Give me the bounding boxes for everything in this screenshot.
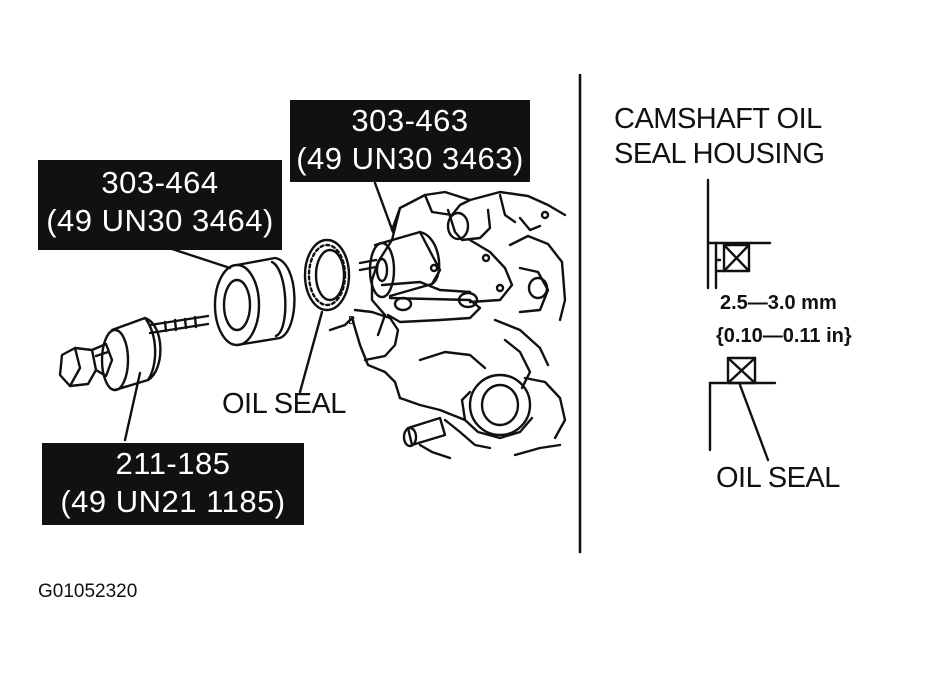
svg-text:B: B xyxy=(348,314,356,327)
clearance-spec-mm: 2.5—3.0 mm xyxy=(720,292,837,314)
tool-211-185-drawing xyxy=(58,314,210,392)
tool-303-464-drawing xyxy=(213,256,296,347)
oil-seal-label-left: OIL SEAL xyxy=(222,388,346,420)
tool-part-number: 303-464 xyxy=(101,165,219,200)
tool-id-number: (49 UN30 3463) xyxy=(296,141,524,176)
tool-label-211-185: 211-185 (49 UN21 1185) xyxy=(42,443,304,525)
tool-part-number: 303-463 xyxy=(351,103,469,138)
oil-seal-label-right: OIL SEAL xyxy=(716,462,840,494)
oil-seal-ring-drawing xyxy=(303,238,351,312)
tool-id-number: (49 UN21 1185) xyxy=(60,484,286,519)
housing-label-line1: CAMSHAFT OIL xyxy=(614,103,822,135)
seal-housing-detail-drawing xyxy=(706,178,777,462)
figure-id: G01052320 xyxy=(38,581,138,602)
clearance-spec-in: {0.10—0.11 in} xyxy=(716,325,852,347)
leader-211-185 xyxy=(123,371,142,442)
tool-part-number: 211-185 xyxy=(115,446,231,481)
housing-label-line2: SEAL HOUSING xyxy=(614,138,825,170)
leader-oil-seal-left xyxy=(298,310,324,394)
tool-label-303-463: 303-463 (49 UN30 3463) xyxy=(290,100,530,182)
tool-303-463-drawing xyxy=(358,230,442,299)
engine-block-drawing: B xyxy=(328,190,567,460)
tool-id-number: (49 UN30 3464) xyxy=(46,203,274,238)
tool-label-303-464: 303-464 (49 UN30 3464) xyxy=(38,160,282,250)
leader-303-463 xyxy=(373,181,395,234)
